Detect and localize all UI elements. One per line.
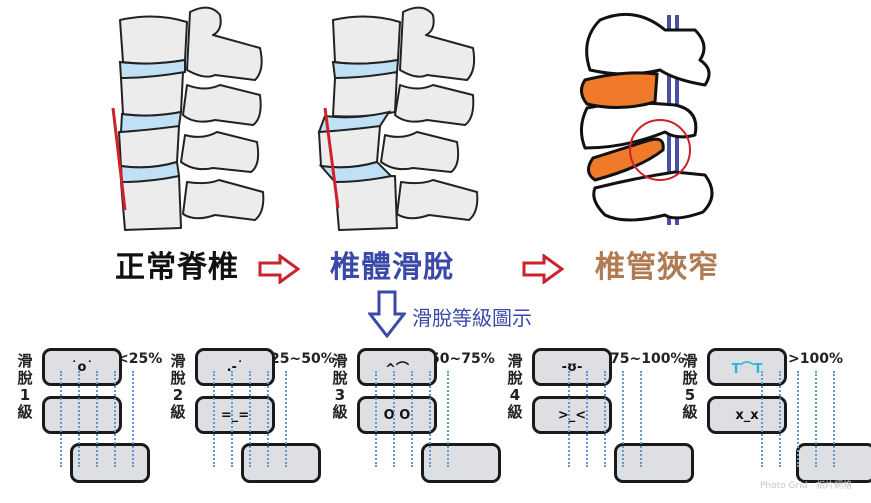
slip-guide-line — [393, 371, 395, 467]
slip-guide-line — [411, 371, 413, 467]
upper-vertebra: ^⌒ — [357, 348, 437, 386]
slip-guide-line — [114, 371, 116, 467]
face-icon: -ʊ- — [561, 359, 583, 375]
grade-label-char: 級 — [507, 403, 523, 421]
middle-vertebra: >_< — [532, 396, 612, 434]
grade-label-char: 級 — [17, 403, 33, 421]
spondylolisthesis-spine-illustration — [317, 6, 479, 231]
slip-guide-line — [213, 371, 215, 467]
slip-guide-line — [797, 371, 799, 467]
lower-vertebra — [614, 443, 694, 483]
slip-guide-line — [60, 371, 62, 467]
arrow-down-icon — [368, 290, 406, 338]
grade-label-char: 4 — [509, 386, 521, 404]
grade-percent: >100% — [788, 351, 843, 367]
stenosis-highlight-circle — [629, 119, 691, 181]
face-icon: .-˙ — [226, 359, 244, 375]
stage-label-normal: 正常脊椎 — [115, 250, 239, 285]
slip-guide-line — [429, 371, 431, 467]
upper-vertebra: -ʊ- — [532, 348, 612, 386]
grade-label-char: 脫 — [17, 369, 33, 387]
face-icon: x_x — [735, 407, 759, 423]
grade-label-char: 滑 — [332, 352, 348, 370]
slip-guide-line — [815, 371, 817, 467]
face-icon — [45, 399, 119, 431]
face-icon: ˙o˙ — [71, 359, 93, 375]
slip-guide-line — [267, 371, 269, 467]
slip-guide-line — [833, 371, 835, 467]
lower-vertebra — [70, 443, 150, 483]
grade-percent: 25~50% — [270, 351, 335, 367]
upper-vertebra: ˙o˙ — [42, 348, 122, 386]
grade-percent: 50~75% — [430, 351, 495, 367]
slip-guide-line — [447, 371, 449, 467]
slip-guide-line — [586, 371, 588, 467]
grade-percent: <25% — [117, 351, 163, 367]
stenosis-spine-illustration — [580, 12, 714, 225]
stage-label-stenosis: 椎管狹窄 — [595, 250, 719, 285]
slip-guide-line — [604, 371, 606, 467]
alignment-line — [111, 107, 127, 211]
face-icon: T⌒T — [731, 361, 763, 377]
slip-guide-line — [761, 371, 763, 467]
grade-label-char: 5 — [684, 386, 696, 404]
slip-guide-line — [132, 371, 134, 467]
watermark: Photo Grid · 相片網格 — [760, 481, 853, 491]
grade-label-char: 脫 — [507, 369, 523, 387]
slip-guide-line — [622, 371, 624, 467]
lower-vertebra — [241, 443, 321, 483]
lower-vertebra — [421, 443, 501, 483]
grade-label-char: 滑 — [682, 352, 698, 370]
face-icon: O O — [383, 407, 411, 423]
grade-label-char: 級 — [170, 403, 186, 421]
upper-vertebra: .-˙ — [195, 348, 275, 386]
slip-guide-line — [249, 371, 251, 467]
face-icon: ^⌒ — [385, 361, 409, 377]
slip-guide-line — [231, 371, 233, 467]
grade-label-char: 級 — [332, 403, 348, 421]
grade-label-char: 滑 — [507, 352, 523, 370]
grade-label-char: 級 — [682, 403, 698, 421]
stage-label-spondylolisthesis: 椎體滑脫 — [330, 250, 454, 285]
slip-guide-line — [779, 371, 781, 467]
slip-guide-line — [96, 371, 98, 467]
grade-label-char: 滑 — [17, 352, 33, 370]
grade-percent: 75~100% — [610, 351, 685, 367]
grade-label-char: 1 — [19, 386, 31, 404]
alignment-line — [323, 107, 340, 209]
grade-section-title: 滑脫等級圖示 — [412, 306, 532, 330]
middle-vertebra: O O — [357, 396, 437, 434]
face-icon: =_= — [220, 407, 250, 423]
grade-label-char: 3 — [334, 386, 346, 404]
upper-vertebra: T⌒T — [707, 348, 787, 386]
slip-guide-line — [285, 371, 287, 467]
middle-vertebra — [42, 396, 122, 434]
normal-spine-illustration — [111, 6, 265, 231]
middle-vertebra: =_= — [195, 396, 275, 434]
arrow-right-icon — [258, 254, 300, 284]
slip-guide-line — [375, 371, 377, 467]
grade-label-char: 脫 — [332, 369, 348, 387]
grade-label-char: 滑 — [170, 352, 186, 370]
middle-vertebra: x_x — [707, 396, 787, 434]
grade-label-char: 2 — [172, 386, 184, 404]
grade-label-char: 脫 — [170, 369, 186, 387]
grade-label-char: 脫 — [682, 369, 698, 387]
slip-guide-line — [640, 371, 642, 467]
face-icon: >_< — [557, 407, 587, 423]
slip-guide-line — [78, 371, 80, 467]
arrow-right-icon — [522, 254, 564, 284]
slip-guide-line — [568, 371, 570, 467]
